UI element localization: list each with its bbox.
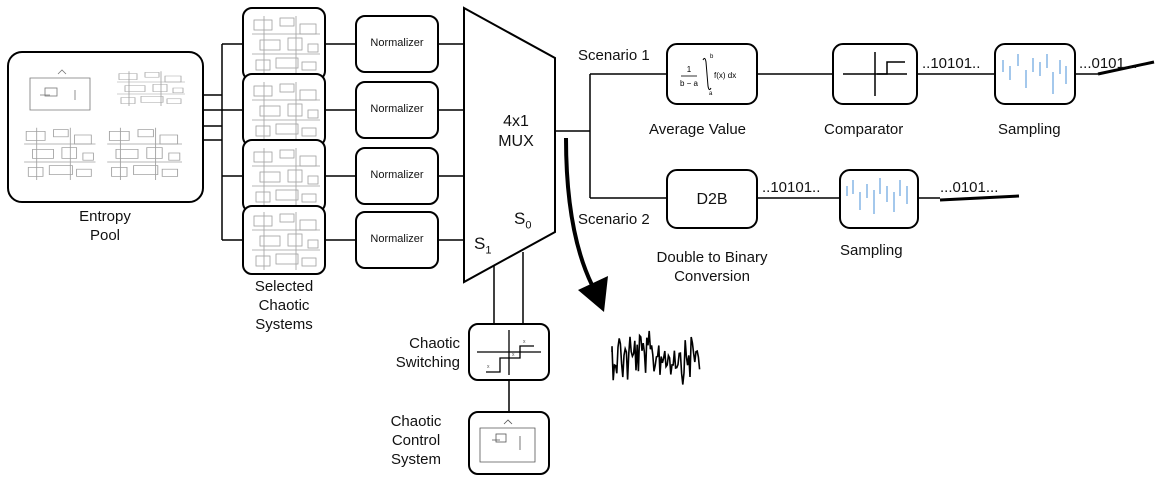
control-label-line1: Chaotic <box>390 413 442 430</box>
svg-text:x: x <box>512 352 515 358</box>
normalizer-box-4 <box>355 211 439 269</box>
selected-label-line3: Systems <box>255 316 313 333</box>
d2b-box <box>666 169 758 229</box>
chaotic-control-label: Chaotic Control System <box>376 412 456 469</box>
conversion-label-line2: Conversion <box>674 268 750 285</box>
conversion-label-line1: Double to Binary <box>656 249 768 266</box>
selected-systems-label: Selected Chaotic Systems <box>236 277 332 334</box>
scenario-1-bits-out: ...0101... <box>1079 55 1138 72</box>
mux-label: 4x1 MUX <box>476 112 556 152</box>
s0-letter: S <box>514 209 526 228</box>
chaotic-control-box <box>468 411 550 475</box>
normalizer-label-4: Normalizer <box>370 233 424 245</box>
entropy-pool-circuits <box>23 69 186 181</box>
switching-label-line1: Chaotic <box>409 335 460 352</box>
selected-system-4 <box>242 205 326 275</box>
control-label-line3: System <box>390 451 441 468</box>
svg-text:x: x <box>487 364 490 370</box>
mux-select-s0: S0 <box>514 209 531 235</box>
selected-system-1 <box>242 7 326 81</box>
d2b-label: D2B <box>696 191 728 208</box>
scenario-2-bits-in: ..10101.. <box>762 179 821 196</box>
sampling-box-2 <box>839 169 919 229</box>
selected-system-2 <box>242 73 326 147</box>
normalizer-box-3 <box>355 147 439 205</box>
sampling-2-label: Sampling <box>840 242 903 259</box>
entropy-pool-label-line1: Entropy <box>79 208 131 225</box>
entropy-pool-label: Entropy Pool <box>50 207 160 245</box>
mux-select-s1: S1 <box>474 234 491 260</box>
scenario-1-label: Scenario 1 <box>578 47 650 64</box>
chaotic-switching-box: x x x <box>468 323 550 381</box>
s0-subscript: 0 <box>525 219 532 232</box>
selected-label-line2: Chaotic <box>258 297 310 314</box>
entropy-pool-label-line2: Pool <box>89 227 121 244</box>
select-lines <box>493 252 524 412</box>
mux-shape <box>463 6 556 284</box>
average-value-label: Average Value <box>649 121 747 138</box>
svg-text:x: x <box>523 339 526 345</box>
comparator-box <box>832 43 918 105</box>
selected-system-3 <box>242 139 326 213</box>
average-value-box <box>666 43 758 105</box>
s1-subscript: 1 <box>485 244 492 257</box>
formula-fraction-denominator: b − a <box>680 79 699 88</box>
formula-body: f(x) dx <box>714 71 736 80</box>
mux-label-line1: 4x1 <box>503 113 529 130</box>
formula-lower-limit: a <box>709 91 713 97</box>
mux-output-lines <box>555 73 1098 199</box>
scenario-1-bits-in: ..10101.. <box>922 55 981 72</box>
normalizer-box-2 <box>355 81 439 139</box>
sampling-1-label: Sampling <box>998 121 1061 138</box>
scenario-2-label: Scenario 2 <box>578 211 650 228</box>
normalizer-label-3: Normalizer <box>370 169 424 181</box>
formula-upper-limit: b <box>710 54 714 60</box>
switching-label-line2: Switching <box>395 354 460 371</box>
pool-branch-lines <box>203 43 243 241</box>
scenario-2-bits-out: ...0101... <box>940 179 999 196</box>
selected-label-line1: Selected <box>254 278 314 295</box>
entropy-pool-box <box>7 51 204 203</box>
formula-fraction-numerator: 1 <box>687 65 692 74</box>
control-label-line2: Control <box>391 432 441 449</box>
sampling-box-1 <box>994 43 1076 105</box>
normalizer-label-2: Normalizer <box>370 103 424 115</box>
mux-label-line2: MUX <box>498 133 534 150</box>
normalizer-box-1 <box>355 15 439 73</box>
comparator-label: Comparator <box>824 121 904 138</box>
chaotic-waveform <box>611 330 701 385</box>
s1-letter: S <box>474 234 486 253</box>
signal-arrow <box>564 137 608 312</box>
chaotic-switching-label: Chaotic Switching <box>386 334 460 372</box>
normalizer-label-1: Normalizer <box>370 37 424 49</box>
conversion-label: Double to Binary Conversion <box>626 248 798 286</box>
